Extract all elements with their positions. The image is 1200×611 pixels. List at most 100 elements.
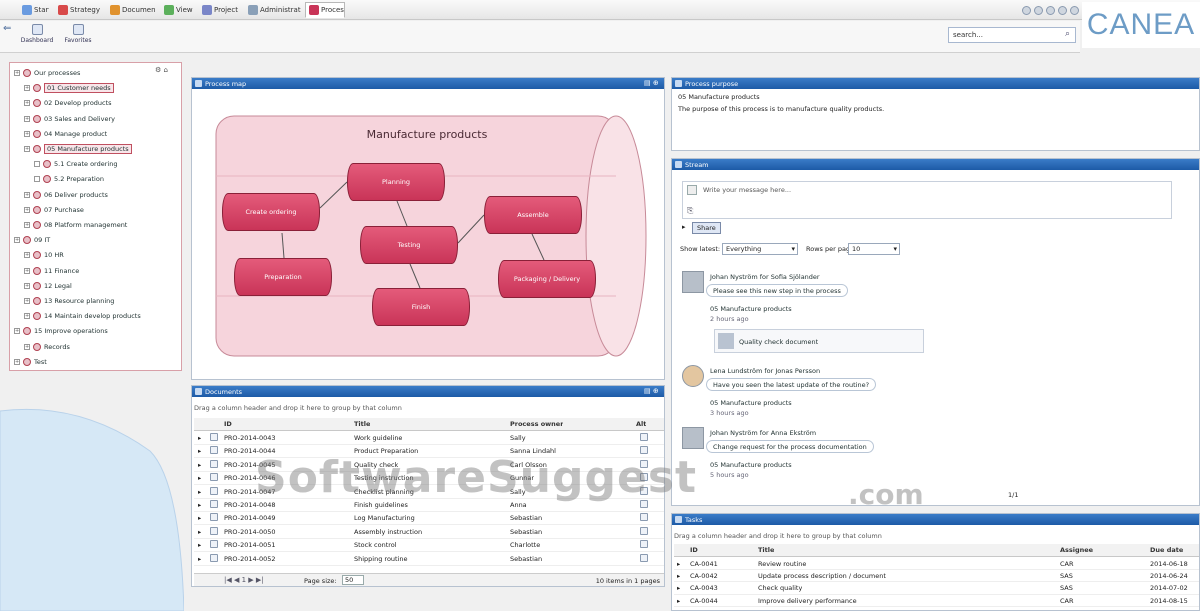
entry-reference[interactable]: 05 Manufacture products xyxy=(710,305,792,313)
tree-item[interactable]: +Test xyxy=(14,356,47,368)
expand-icon[interactable]: + xyxy=(24,131,30,137)
expand-icon[interactable]: + xyxy=(14,328,20,334)
user-icon[interactable] xyxy=(1058,6,1067,15)
expand-icon[interactable]: + xyxy=(24,313,30,319)
back-arrow-icon[interactable]: ⇐ xyxy=(3,23,11,34)
expand-icon[interactable]: + xyxy=(24,222,30,228)
tree-item[interactable]: +15 Improve operations xyxy=(14,325,108,337)
dashboard-button[interactable]: Dashboard xyxy=(17,24,57,50)
table-row[interactable]: ▸PRO-2014-0051Stock controlCharlotte xyxy=(194,539,664,552)
filter-select[interactable]: Everything▾ xyxy=(722,243,798,255)
expand-icon[interactable]: + xyxy=(24,116,30,122)
pdf-icon[interactable] xyxy=(640,433,648,441)
logout-icon[interactable] xyxy=(1070,6,1079,15)
tree-item[interactable]: +10 HR xyxy=(24,249,64,261)
expand-row-icon[interactable]: ▸ xyxy=(198,514,201,522)
tree-item[interactable]: +03 Sales and Delivery xyxy=(24,113,115,125)
expand-icon[interactable]: + xyxy=(24,252,30,258)
table-row[interactable]: ▸CA-0041Review routineCAR2014-06-18 xyxy=(674,558,1199,570)
tree-item[interactable]: +07 Purchase xyxy=(24,204,84,216)
tree-item[interactable]: 5.2 Preparation xyxy=(34,173,104,185)
expand-row-icon[interactable]: ▸ xyxy=(198,461,201,469)
tab-view[interactable]: View xyxy=(160,2,194,18)
table-row[interactable]: ▸PRO-2014-0050Assembly instructionSebast… xyxy=(194,526,664,539)
expand-icon[interactable]: + xyxy=(24,283,30,289)
settings-icon[interactable] xyxy=(1034,6,1043,15)
tree-item[interactable]: +06 Deliver products xyxy=(24,189,108,201)
expand-icon[interactable]: + xyxy=(24,192,30,198)
expand-row-icon[interactable]: ▸ xyxy=(677,560,680,568)
expand-row-icon[interactable]: ▸ xyxy=(677,597,680,605)
tree-item[interactable]: +09 IT xyxy=(14,234,50,246)
expand-icon[interactable]: + xyxy=(24,100,30,106)
tree-item[interactable]: +11 Finance xyxy=(24,265,79,277)
expand-row-icon[interactable]: ▸ xyxy=(198,434,201,442)
expand-icon[interactable]: + xyxy=(14,70,20,76)
expand-row-icon[interactable]: ▸ xyxy=(198,501,201,509)
tree-item[interactable]: +08 Platform management xyxy=(24,219,127,231)
share-button[interactable]: Share xyxy=(692,222,721,234)
expand-icon[interactable]: + xyxy=(24,207,30,213)
search-icon[interactable]: ⌕ xyxy=(1062,29,1073,40)
expand-row-icon[interactable]: ▸ xyxy=(198,488,201,496)
expand-row-icon[interactable]: ▸ xyxy=(198,474,201,482)
tree-item[interactable]: +14 Maintain develop products xyxy=(24,310,141,322)
avatar[interactable] xyxy=(682,365,704,387)
entry-reference[interactable]: 05 Manufacture products xyxy=(710,461,792,469)
expand-row-icon[interactable]: ▸ xyxy=(677,572,680,580)
entry-attachment[interactable]: Quality check document xyxy=(714,329,924,353)
entry-author[interactable]: Johan Nyström for Anna Ekström xyxy=(710,429,816,437)
expand-icon[interactable]: + xyxy=(24,85,30,91)
expand-icon[interactable] xyxy=(34,161,40,167)
tree-settings-icon[interactable]: ⚙ ⌂ xyxy=(155,66,168,74)
tab-start[interactable]: Start xyxy=(18,2,50,18)
expand-row-icon[interactable]: ▸ xyxy=(198,447,201,455)
pdf-icon[interactable] xyxy=(640,554,648,562)
attach-icon[interactable]: ⎘ xyxy=(687,206,693,216)
tree-item[interactable]: +01 Customer needs xyxy=(24,82,114,94)
tree-item[interactable]: +Our processes xyxy=(14,67,80,79)
expand-row-icon[interactable]: ▸ xyxy=(198,541,201,549)
tree-item[interactable]: +05 Manufacture products xyxy=(24,143,132,155)
table-row[interactable]: ▸CA-0043Check qualitySAS2014-07-02 xyxy=(674,583,1199,595)
avatar[interactable] xyxy=(682,427,704,449)
tab-project[interactable]: Project xyxy=(198,2,240,18)
entry-author[interactable]: Lena Lundström for Jonas Persson xyxy=(710,367,820,375)
pager-buttons[interactable]: |◀ ◀ 1 ▶ ▶| xyxy=(224,576,264,584)
expand-icon[interactable]: + xyxy=(24,146,30,152)
tree-item[interactable]: +13 Resource planning xyxy=(24,295,114,307)
documents-menu-icon[interactable]: ▤ ⊕ xyxy=(644,387,659,395)
table-row[interactable]: ▸PRO-2014-0052Shipping routineSebastian xyxy=(194,553,664,566)
table-row[interactable]: ▸CA-0042Update process description / doc… xyxy=(674,570,1199,582)
expand-row-icon[interactable]: ▸ xyxy=(198,528,201,536)
expand-row-icon[interactable]: ▸ xyxy=(677,584,680,592)
page-size-select[interactable]: 50 xyxy=(342,575,364,585)
tab-administration[interactable]: Administration xyxy=(244,2,302,18)
expand-icon[interactable]: + xyxy=(24,268,30,274)
pdf-icon[interactable] xyxy=(640,527,648,535)
rows-select[interactable]: 10▾ xyxy=(848,243,900,255)
tab-document[interactable]: Document xyxy=(106,2,156,18)
help-icon[interactable] xyxy=(1022,6,1031,15)
collapse-icon[interactable]: ▸ xyxy=(682,223,686,231)
entry-author[interactable]: Johan Nyström for Sofia Sjölander xyxy=(710,273,820,281)
favorites-button[interactable]: Favorites xyxy=(58,24,98,50)
tree-item[interactable]: +02 Develop products xyxy=(24,97,112,109)
expand-icon[interactable]: + xyxy=(24,298,30,304)
expand-icon[interactable]: + xyxy=(14,359,20,365)
tree-item[interactable]: 5.1 Create ordering xyxy=(34,158,117,170)
tab-process[interactable]: Process xyxy=(305,2,345,18)
pdf-icon[interactable] xyxy=(640,540,648,548)
table-row[interactable]: ▸CA-0044Improve delivery performanceCAR2… xyxy=(674,595,1199,607)
expand-icon[interactable] xyxy=(34,176,40,182)
pdf-icon[interactable] xyxy=(640,513,648,521)
post-input[interactable]: Write your message here... xyxy=(703,186,791,194)
avatar[interactable] xyxy=(682,271,704,293)
tree-item[interactable]: +12 Legal xyxy=(24,280,72,292)
expand-icon[interactable]: + xyxy=(14,237,20,243)
tab-strategy[interactable]: Strategy xyxy=(54,2,102,18)
expand-icon[interactable]: + xyxy=(24,344,30,350)
refresh-icon[interactable] xyxy=(1046,6,1055,15)
entry-reference[interactable]: 05 Manufacture products xyxy=(710,399,792,407)
table-row[interactable]: ▸PRO-2014-0049Log ManufacturingSebastian xyxy=(194,512,664,525)
